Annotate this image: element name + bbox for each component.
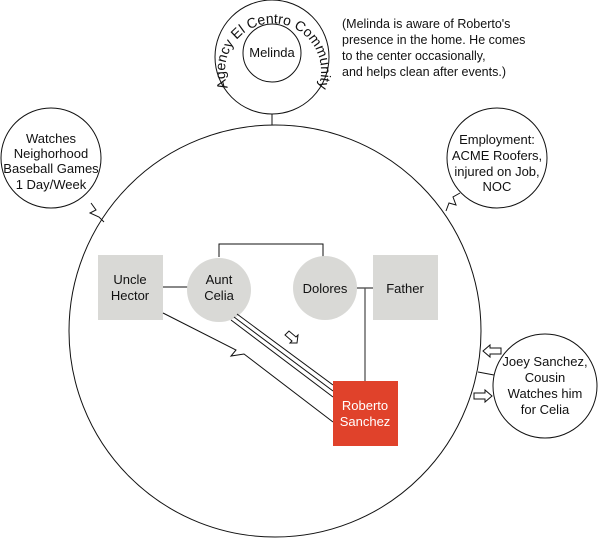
celia-roberto-line-1 (236, 313, 334, 386)
baseball-node: Watches Neighorhood Baseball Games 1 Day… (0, 107, 105, 223)
hector-roberto-stress-line (162, 312, 334, 423)
cousin-line-2: Cousin (525, 370, 565, 385)
father-box (373, 255, 438, 320)
household-circle (68, 124, 482, 538)
cousin-line-3: Watches him (508, 386, 583, 401)
community-node: Agency El Centro Community Melinda (212, 0, 334, 125)
baseball-line-3: Baseball Games (3, 161, 99, 176)
community-note: (Melinda is aware of Roberto's presence … (342, 17, 525, 79)
baseball-circle (0, 107, 102, 209)
arrow-right-icon (473, 388, 493, 404)
aunt-celia-line-2: Celia (204, 288, 234, 303)
sibling-line (218, 243, 324, 257)
cousin-circle (492, 333, 598, 439)
flow-arrow-icon (284, 330, 299, 344)
baseball-line-1: Watches (26, 131, 77, 146)
arrow-left-icon (482, 343, 502, 359)
celia-roberto-line-3 (230, 319, 334, 398)
baseball-stress-line (88, 202, 105, 223)
cousin-line-1: Joey Sanchez, (502, 354, 587, 369)
employment-stress-line (445, 192, 461, 212)
note-line-3: to the center occasionally, (342, 49, 486, 63)
baseball-line-2: Neighorhood (14, 146, 88, 161)
aunt-celia-line-1: Aunt (206, 272, 233, 287)
employment-node: Employment: ACME Roofers, injured on Job… (445, 107, 548, 212)
uncle-hector-box (98, 255, 163, 320)
employment-line-4: NOC (483, 179, 512, 194)
father-label: Father (386, 281, 424, 296)
uncle-hector-line-1: Uncle (113, 272, 146, 287)
employment-circle (446, 107, 548, 209)
dolores-label: Dolores (303, 281, 348, 296)
roberto-line-1: Roberto (342, 398, 388, 413)
employment-line-1: Employment: (459, 132, 535, 147)
employment-line-3: injured on Job, (454, 164, 539, 179)
celia-roberto-line-2 (233, 316, 334, 392)
note-line-2: presence in the home. He comes (342, 33, 525, 47)
note-line-1: (Melinda is aware of Roberto's (342, 17, 510, 31)
roberto-sanchez-box (333, 381, 398, 446)
roberto-line-2: Sanchez (340, 414, 391, 429)
uncle-hector-line-2: Hector (111, 288, 150, 303)
baseball-line-4: 1 Day/Week (16, 177, 87, 192)
cousin-node: Joey Sanchez, Cousin Watches him for Cel… (473, 333, 598, 439)
dolores-circle (293, 256, 357, 320)
family-structure: Uncle Hector Aunt Celia Dolores Father R… (98, 243, 438, 446)
melinda-circle (242, 23, 302, 83)
note-line-4: and helps clean after events.) (342, 65, 506, 79)
employment-line-2: ACME Roofers, (452, 148, 542, 163)
aunt-celia-circle (187, 258, 251, 322)
cousin-line-4: for Celia (521, 402, 570, 417)
cousin-connector (477, 371, 495, 376)
melinda-label: Melinda (249, 45, 295, 60)
